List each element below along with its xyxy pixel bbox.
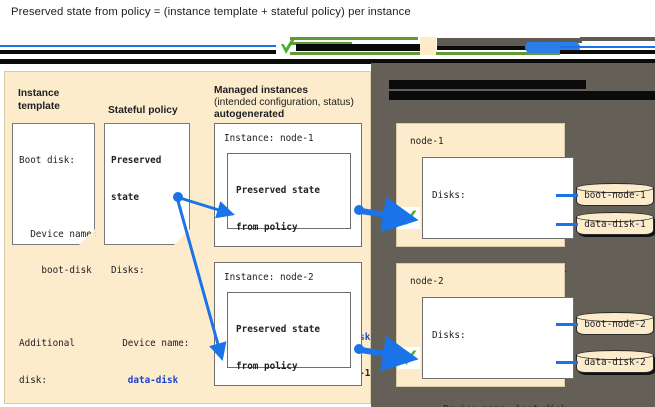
cylinder-top	[576, 183, 654, 193]
check-icon	[401, 350, 417, 365]
preserved-state-line1: Preserved	[111, 155, 162, 167]
stateful-policy-data-disk-value: data-disk	[111, 375, 179, 387]
disk-cylinder-boot-node-1: boot-node-1	[576, 183, 654, 207]
preserved-state-line2: state	[111, 192, 139, 204]
n2-boot-dev-label: Device name:	[432, 404, 516, 407]
managed-instances-autogenerated: autogenerated	[214, 109, 285, 120]
legend-blue-rule-left	[0, 45, 276, 47]
right-panel-header-redaction-1	[389, 80, 586, 89]
disk-cylinder-boot-node-2: boot-node-2	[576, 312, 654, 336]
n1-disks-label: Disks:	[432, 190, 466, 202]
check-badge-node-1	[398, 207, 420, 229]
legend-blue-blob	[525, 42, 580, 53]
ps-n2-l1: Preserved state	[236, 324, 320, 336]
stateful-policy-card: Preserved state Disks: Device name: data…	[104, 123, 190, 386]
legend-black-bar-mid	[296, 44, 420, 51]
stateful-policy-card-text: Preserved state Disks: Device name: data…	[111, 131, 189, 407]
n2-boot-dev-value: boot-disk	[516, 404, 566, 407]
check-badge-node-2	[398, 347, 420, 369]
connector-node-1-data	[556, 223, 578, 226]
instance-card-node-2: Instance: node-2 Preserved state from po…	[214, 262, 362, 386]
legend-green-bar-top	[290, 37, 418, 40]
cylinder-label: boot-node-2	[584, 319, 646, 330]
legend-beige-swatch	[420, 37, 436, 55]
instance-card-node-2-title: Instance: node-2	[224, 272, 314, 283]
legend-gray-bar-right	[437, 43, 539, 46]
header-divider-bar	[0, 59, 655, 64]
page-title: Preserved state from policy = (instance …	[11, 6, 411, 18]
connector-node-2-boot	[556, 323, 578, 326]
cylinder-top	[576, 350, 654, 360]
node-2-disks-text: Disks: Device name: boot-disk Disk name:…	[432, 306, 566, 407]
disk-cylinder-data-disk-2: data-disk-2	[576, 350, 654, 374]
legend-gray-bar-far-right	[580, 37, 655, 41]
node-2-name: node-2	[410, 276, 444, 287]
legend-green-bar-mid	[290, 42, 352, 45]
right-panel-header-redaction-2	[389, 91, 655, 100]
legend-black-bar-left	[0, 50, 276, 54]
stateful-policy-device-name-label: Device name:	[111, 338, 190, 350]
check-icon	[401, 210, 417, 225]
cylinder-label: data-disk-2	[584, 357, 646, 368]
n2-disks-label: Disks:	[432, 330, 466, 342]
connector-node-2-data	[556, 361, 578, 364]
cylinder-top	[576, 212, 654, 222]
disk-cylinder-data-disk-1: data-disk-1	[576, 212, 654, 236]
preserved-state-node-2-text: Preserved state from policy Disks: Devic…	[236, 300, 370, 407]
stateful-policy-heading: Stateful policy	[108, 105, 178, 116]
managed-instances-subheading: (intended configuration, status)	[214, 97, 354, 108]
instance-card-node-1: Instance: node-1 Preserved state from po…	[214, 123, 370, 379]
node-card-node-2: node-2 Disks: Device name: boot-disk Dis…	[396, 263, 574, 407]
node-1-disks-box: Disks: Device name: boot-disk Disk name:…	[422, 157, 574, 384]
legend-blue-rule-right	[560, 46, 655, 48]
cylinder-label: boot-node-1	[584, 190, 646, 201]
cylinder-body	[576, 317, 654, 335]
ps-n1-l1: Preserved state	[236, 185, 320, 197]
instance-card-node-1-title: Instance: node-1	[224, 133, 314, 144]
node-2-disks-box: Disks: Device name: boot-disk Disk name:…	[422, 297, 574, 407]
preserved-state-box-node-2: Preserved state from policy Disks: Devic…	[227, 292, 351, 372]
cylinder-body	[576, 355, 654, 373]
cylinder-label: data-disk-1	[584, 219, 646, 230]
instance-template-card: Boot disk: Device name: boot-disk Additi…	[12, 123, 97, 386]
legend-black-bar-far-right	[560, 50, 655, 54]
ps-n1-l2: from policy	[236, 222, 298, 234]
stateful-policy-disks-label: Disks:	[111, 265, 145, 277]
instance-template-heading: Instance template	[18, 88, 60, 112]
cylinder-top	[576, 312, 654, 322]
preserved-state-box-node-1: Preserved state from policy Disks: Devic…	[227, 153, 370, 379]
legend-gray-bar-top	[437, 38, 582, 43]
managed-instances-heading: Managed instances	[214, 85, 308, 96]
legend-black-bar-right	[437, 44, 557, 50]
node-1-name: node-1	[410, 136, 444, 147]
instance-template-card-text: Boot disk: Device name: boot-disk Additi…	[19, 155, 98, 387]
ps-n2-l2: from policy	[236, 361, 298, 373]
connector-node-1-boot	[556, 194, 578, 197]
cylinder-body	[576, 188, 654, 206]
legend-strip	[0, 33, 655, 59]
cylinder-body	[576, 217, 654, 235]
node-card-node-1: node-1 Disks: Device name: boot-disk Dis…	[396, 123, 574, 384]
